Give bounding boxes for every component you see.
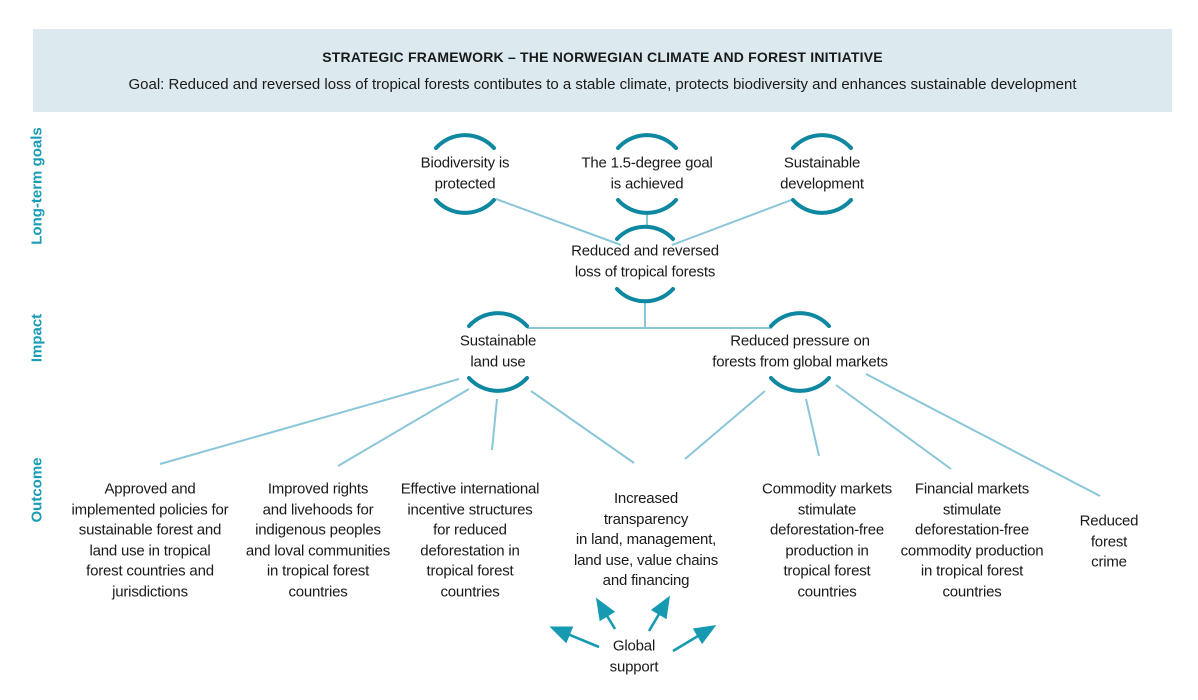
outcome-rights-livelihoods: Improved rights and livehoods for indige… (245, 480, 391, 601)
node-degree-goal: The 1.5-degree goal is achieved (581, 154, 713, 193)
connector-sustdev-to-core (671, 198, 795, 246)
node-circle-arcs (434, 133, 853, 393)
connector-landuse-to-outcome4 (530, 390, 635, 464)
connector-pressure-to-outcome4 (684, 390, 766, 460)
circle-arc-degree-top (616, 133, 678, 150)
global-support-arrow-upleft-icon (595, 597, 617, 630)
header-band: STRATEGIC FRAMEWORK – THE NORWEGIAN CLIM… (33, 29, 1172, 112)
node-reduced-pressure: Reduced pressure on forests from global … (712, 332, 888, 371)
connector-pressure-to-outcome5 (805, 398, 820, 457)
circle-arc-sustdev-bottom (791, 198, 853, 215)
circle-arc-core-top (615, 224, 675, 241)
node-sustainable-land-use: Sustainable land use (459, 332, 537, 371)
circle-arc-landuse-top (467, 311, 529, 328)
global-support-label: Global support (609, 637, 659, 676)
outcome-reduced-forest-crime: Reduced forest crime (1079, 512, 1139, 571)
circle-arc-pressure-bottom (769, 376, 831, 393)
node-reduced-loss: Reduced and reversed loss of tropical fo… (571, 242, 719, 281)
connector-landuse-to-outcome1 (159, 378, 460, 465)
outcome-commodity-markets: Commodity markets stimulate deforestatio… (762, 480, 892, 601)
global-support-arrow-left-icon (549, 626, 600, 649)
circle-arc-landuse-bottom (467, 376, 529, 393)
goal-text: Goal: Reduced and reversed loss of tropi… (128, 76, 1077, 93)
global-support-arrows (549, 595, 717, 653)
outcome-financial-markets: Financial markets stimulate deforestatio… (900, 480, 1044, 601)
circle-arc-sustdev-top (791, 133, 853, 150)
connector-biodiversity-to-core (495, 198, 622, 246)
outcome-transparency: Increased transparency in land, manageme… (573, 489, 719, 589)
circle-arc-degree-bottom (616, 198, 678, 215)
connector-pressure-to-outcome6 (835, 384, 952, 470)
circle-arc-biodiversity-bottom (434, 198, 496, 215)
node-sustainable-development: Sustainable development (780, 154, 864, 193)
global-support-arrow-upright-icon (647, 595, 670, 632)
connector-landuse-to-outcome3 (491, 398, 498, 451)
connector-pressure-to-outcome7 (865, 373, 1101, 497)
circle-arc-core-bottom (615, 287, 675, 304)
outcome-policies: Approved and implemented policies for su… (71, 480, 229, 601)
circle-arc-biodiversity-top (434, 133, 496, 150)
global-support-arrow-right-icon (672, 624, 717, 653)
node-biodiversity: Biodiversity is protected (420, 154, 510, 193)
page-title: STRATEGIC FRAMEWORK – THE NORWEGIAN CLIM… (322, 49, 883, 65)
outcome-incentive-structures: Effective international incentive struct… (400, 480, 540, 601)
circle-arc-pressure-top (769, 311, 831, 328)
connector-lines (159, 198, 1101, 497)
connector-landuse-to-outcome2 (337, 388, 470, 467)
